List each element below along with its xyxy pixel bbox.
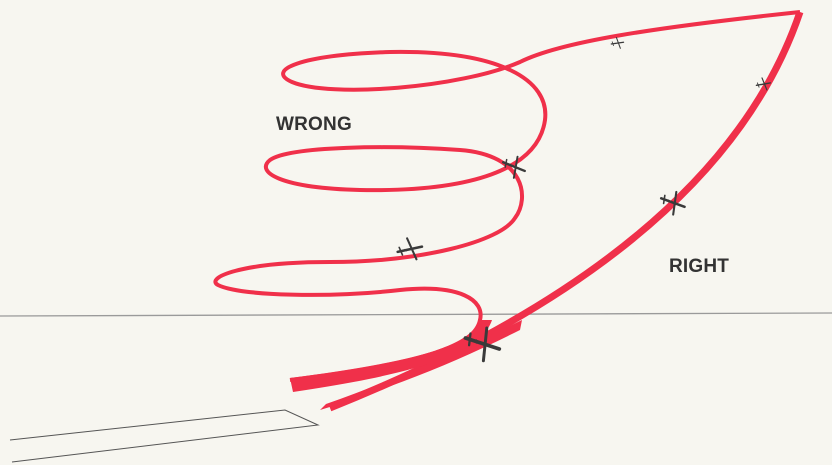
runway-outline	[10, 410, 318, 462]
wrong-label: WRONG	[276, 114, 352, 136]
right-approach-path	[330, 12, 800, 408]
horizon-line	[0, 313, 832, 316]
right-label: RIGHT	[669, 256, 729, 278]
